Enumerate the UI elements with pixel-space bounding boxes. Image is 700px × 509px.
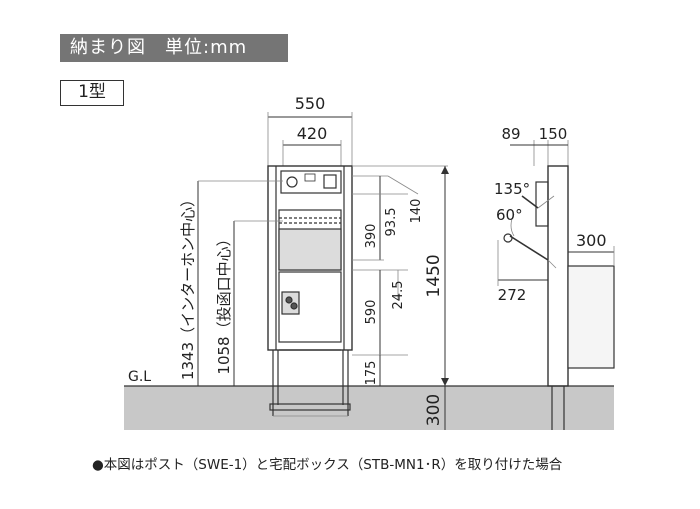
dim-150: 150 bbox=[539, 125, 568, 143]
label-slot-height: 1058（投函口中心） bbox=[215, 231, 233, 374]
dim-93-5: 93.5 bbox=[384, 208, 399, 237]
dim-300-ground: 300 bbox=[424, 394, 444, 426]
side-view bbox=[497, 140, 615, 430]
dim-300-side: 300 bbox=[576, 231, 607, 250]
dim-175: 175 bbox=[364, 361, 379, 386]
dim-89: 89 bbox=[501, 125, 520, 143]
dim-width-550: 550 bbox=[295, 94, 326, 113]
angle-135: 135° bbox=[494, 180, 530, 198]
gl-label: G.L bbox=[128, 369, 151, 385]
type-label: 1型 bbox=[60, 80, 124, 106]
angle-60: 60° bbox=[496, 206, 523, 224]
footnote: ●本図はポスト（SWE-1）と宅配ボックス（STB-MN1･R）を取り付けた場合 bbox=[92, 457, 563, 473]
dim-590: 590 bbox=[364, 300, 379, 325]
label-intercom-height: 1343（インターホン中心） bbox=[179, 192, 197, 380]
dim-272: 272 bbox=[498, 286, 527, 304]
front-view bbox=[197, 112, 449, 430]
intercom-panel bbox=[280, 170, 342, 194]
ground-area bbox=[124, 386, 614, 430]
dim-390: 390 bbox=[364, 224, 379, 249]
dim-width-420: 420 bbox=[297, 124, 328, 143]
delivery-box bbox=[278, 271, 342, 343]
dim-total-1450: 1450 bbox=[424, 254, 444, 297]
dim-140: 140 bbox=[409, 199, 424, 224]
dim-24-5: 24.5 bbox=[391, 281, 406, 310]
diagram-title: 納まり図 単位:mm bbox=[60, 34, 288, 62]
